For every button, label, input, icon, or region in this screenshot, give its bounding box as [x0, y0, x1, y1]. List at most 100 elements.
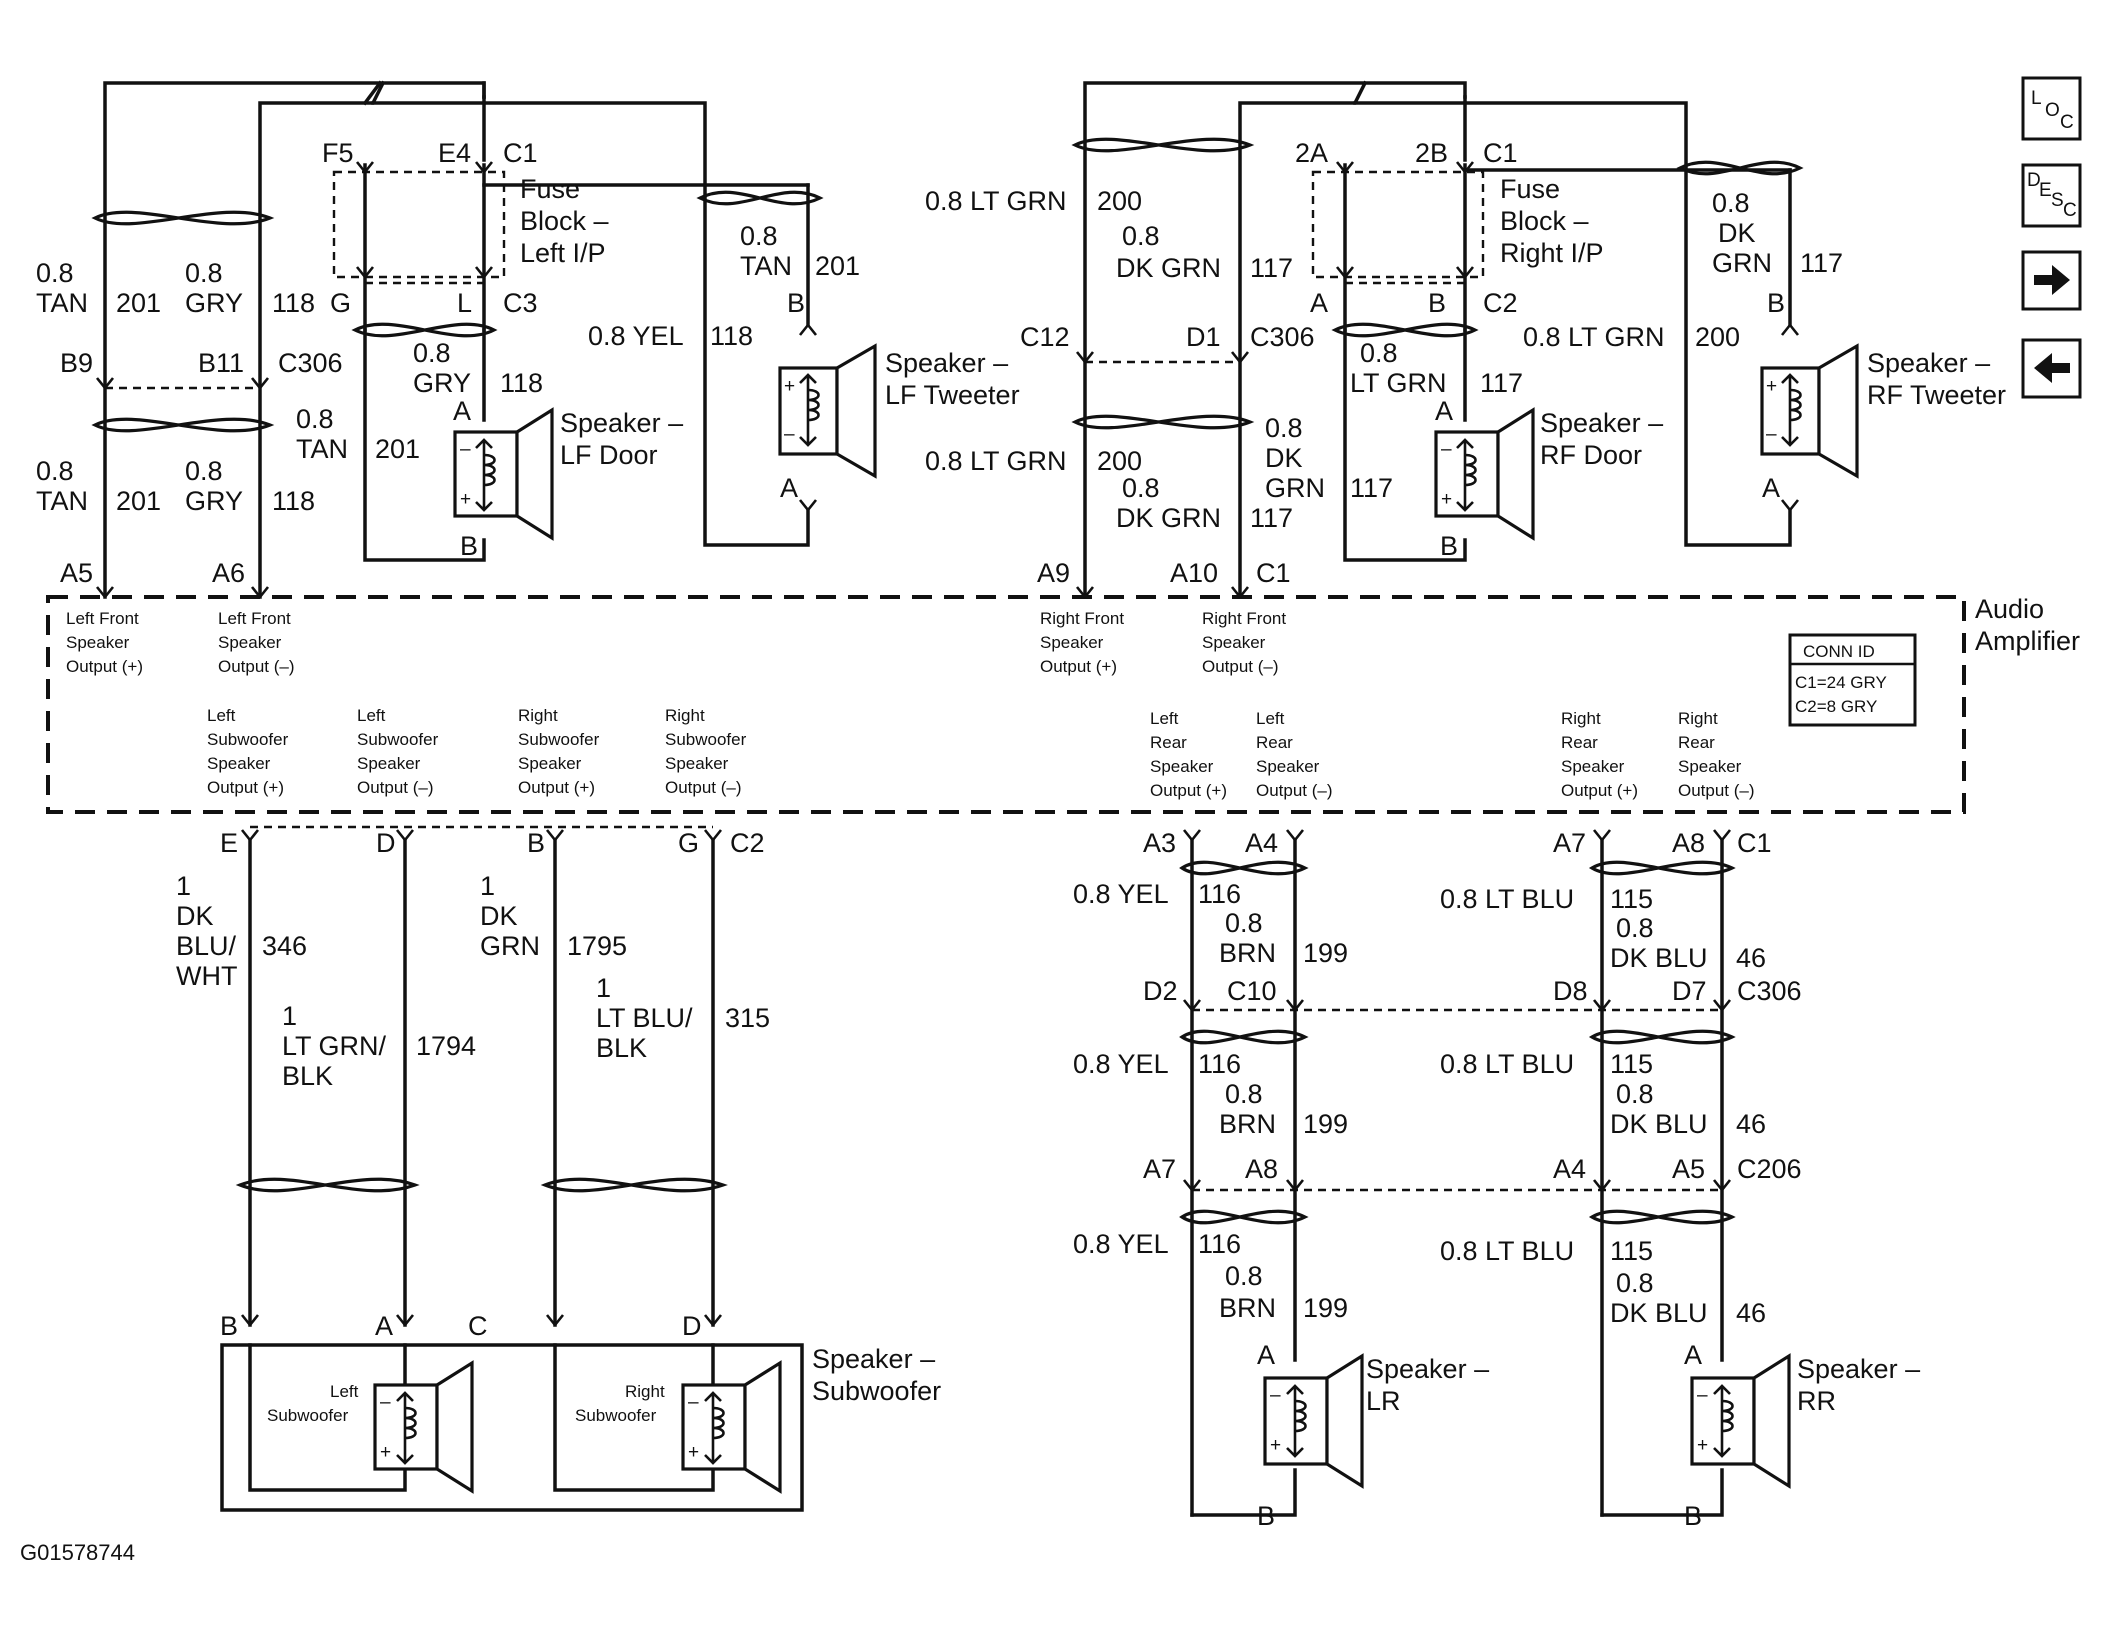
rr-speaker-icon: – + — [1690, 1353, 1791, 1489]
rear-wiring — [1179, 829, 1736, 1517]
svg-text:Output (+): Output (+) — [207, 778, 284, 797]
back-button[interactable] — [2021, 338, 2082, 399]
svg-text:A: A — [1762, 473, 1780, 503]
forward-button[interactable] — [2021, 250, 2082, 311]
svg-text:DK: DK — [480, 901, 518, 931]
amp-output-rsub-neg: Right Subwoofer Speaker Output (–) — [665, 706, 747, 797]
svg-text:C2: C2 — [1483, 288, 1518, 318]
figure-id: G01578744 — [20, 1540, 135, 1565]
loc-button[interactable]: L O C — [2021, 76, 2082, 141]
svg-text:TAN: TAN — [36, 288, 88, 318]
fuse-right-2: Block – — [1500, 206, 1589, 236]
svg-text:Speaker: Speaker — [1040, 633, 1104, 652]
svg-text:DK BLU: DK BLU — [1610, 1109, 1708, 1139]
svg-text:Left: Left — [357, 706, 386, 725]
svg-text:0.8: 0.8 — [1616, 913, 1654, 943]
lf-tweeter-speaker-icon: + – — [778, 343, 877, 479]
desc-letter-2: E — [2039, 180, 2051, 201]
svg-text:A: A — [1435, 396, 1453, 426]
svg-text:F5: F5 — [322, 138, 354, 168]
conn-id-title: CONN ID — [1803, 642, 1875, 661]
right-subwoofer-icon: – + — [681, 1360, 782, 1494]
svg-text:Speaker: Speaker — [1150, 757, 1214, 776]
svg-text:Right: Right — [665, 706, 705, 725]
svg-text:1795: 1795 — [567, 931, 627, 961]
svg-text:Subwoofer: Subwoofer — [518, 730, 600, 749]
svg-text:TAN: TAN — [296, 434, 348, 464]
svg-text:–: – — [784, 424, 795, 445]
svg-text:GRN: GRN — [480, 931, 540, 961]
svg-text:C306: C306 — [1737, 976, 1802, 1006]
svg-text:0.8: 0.8 — [185, 258, 223, 288]
svg-text:Speaker: Speaker — [1256, 757, 1320, 776]
svg-text:A7: A7 — [1553, 828, 1586, 858]
svg-text:C206: C206 — [1737, 1154, 1802, 1184]
svg-text:BLU/: BLU/ — [176, 931, 237, 961]
right-sub-label-1: Right — [625, 1382, 665, 1401]
svg-text:0.8 LT GRN: 0.8 LT GRN — [925, 446, 1067, 476]
amp-output-rf-pos: Right Front Speaker Output (+) — [1040, 609, 1124, 676]
svg-text:B: B — [1440, 531, 1458, 561]
amp-output-lsub-pos: Left Subwoofer Speaker Output (+) — [207, 706, 289, 797]
lr-label-1: Speaker – — [1366, 1354, 1489, 1384]
svg-text:1: 1 — [176, 871, 191, 901]
svg-text:BLK: BLK — [596, 1033, 647, 1063]
svg-text:A: A — [1684, 1340, 1702, 1370]
fuse-left-1: Fuse — [520, 174, 580, 204]
svg-text:A6: A6 — [212, 558, 245, 588]
svg-text:C12: C12 — [1020, 322, 1070, 352]
svg-text:Left Front: Left Front — [218, 609, 291, 628]
svg-text:Right: Right — [1678, 709, 1718, 728]
svg-text:Subwoofer: Subwoofer — [665, 730, 747, 749]
svg-text:117: 117 — [1480, 368, 1523, 398]
svg-text:D8: D8 — [1553, 976, 1588, 1006]
svg-text:+: + — [1270, 1435, 1281, 1456]
lf-connector-labels: F5 E4 C1 G L C3 B A B A B9 B11 C306 A5 A… — [60, 138, 805, 588]
svg-text:–: – — [460, 439, 471, 460]
desc-button[interactable]: D E S C — [2021, 163, 2082, 228]
svg-text:Output (–): Output (–) — [357, 778, 434, 797]
svg-text:200: 200 — [1097, 446, 1142, 476]
svg-text:0.8: 0.8 — [1265, 413, 1303, 443]
svg-text:LT GRN: LT GRN — [1350, 368, 1447, 398]
svg-text:–: – — [1270, 1385, 1281, 1406]
svg-text:0.8 LT BLU: 0.8 LT BLU — [1440, 884, 1574, 914]
svg-text:0.8: 0.8 — [1225, 908, 1263, 938]
svg-text:Subwoofer: Subwoofer — [207, 730, 289, 749]
svg-text:Speaker: Speaker — [518, 754, 582, 773]
svg-text:G: G — [678, 828, 699, 858]
svg-text:GRY: GRY — [413, 368, 471, 398]
svg-text:B: B — [1684, 1501, 1702, 1531]
svg-text:A: A — [780, 473, 798, 503]
svg-text:–: – — [1441, 439, 1452, 460]
svg-text:C306: C306 — [1250, 322, 1315, 352]
svg-text:GRY: GRY — [185, 486, 243, 516]
lf-wiring — [91, 80, 824, 599]
svg-text:E: E — [220, 828, 238, 858]
conn-id-table: CONN ID C1=24 GRY C2=8 GRY — [1788, 633, 1917, 727]
svg-text:315: 315 — [725, 1003, 770, 1033]
svg-text:2B: 2B — [1415, 138, 1448, 168]
amp-output-lf-neg: Left Front Speaker Output (–) — [218, 609, 295, 676]
rear-connector-labels: A3 A4 A7 A8 C1 D2 C10 D8 D7 C306 A7 A8 A… — [1143, 828, 1802, 1531]
svg-text:A8: A8 — [1245, 1154, 1278, 1184]
amp-output-lr-pos: Left Rear Speaker Output (+) — [1150, 709, 1227, 800]
svg-text:TAN: TAN — [740, 251, 792, 281]
svg-text:BLK: BLK — [282, 1061, 333, 1091]
svg-text:201: 201 — [375, 434, 420, 464]
svg-text:Output (+): Output (+) — [66, 657, 143, 676]
svg-text:+: + — [1441, 489, 1452, 510]
svg-text:A4: A4 — [1245, 828, 1278, 858]
fuse-right-1: Fuse — [1500, 174, 1560, 204]
svg-text:116: 116 — [1198, 1229, 1241, 1259]
left-sub-label-1: Left — [330, 1382, 359, 1401]
svg-text:200: 200 — [1695, 322, 1740, 352]
svg-text:A: A — [1257, 1340, 1275, 1370]
svg-text:Output (+): Output (+) — [1040, 657, 1117, 676]
svg-text:Left Front: Left Front — [66, 609, 139, 628]
svg-text:Output (+): Output (+) — [1150, 781, 1227, 800]
svg-text:C1: C1 — [503, 138, 538, 168]
svg-text:C1: C1 — [1256, 558, 1291, 588]
svg-text:Rear: Rear — [1150, 733, 1187, 752]
svg-text:1: 1 — [282, 1001, 297, 1031]
